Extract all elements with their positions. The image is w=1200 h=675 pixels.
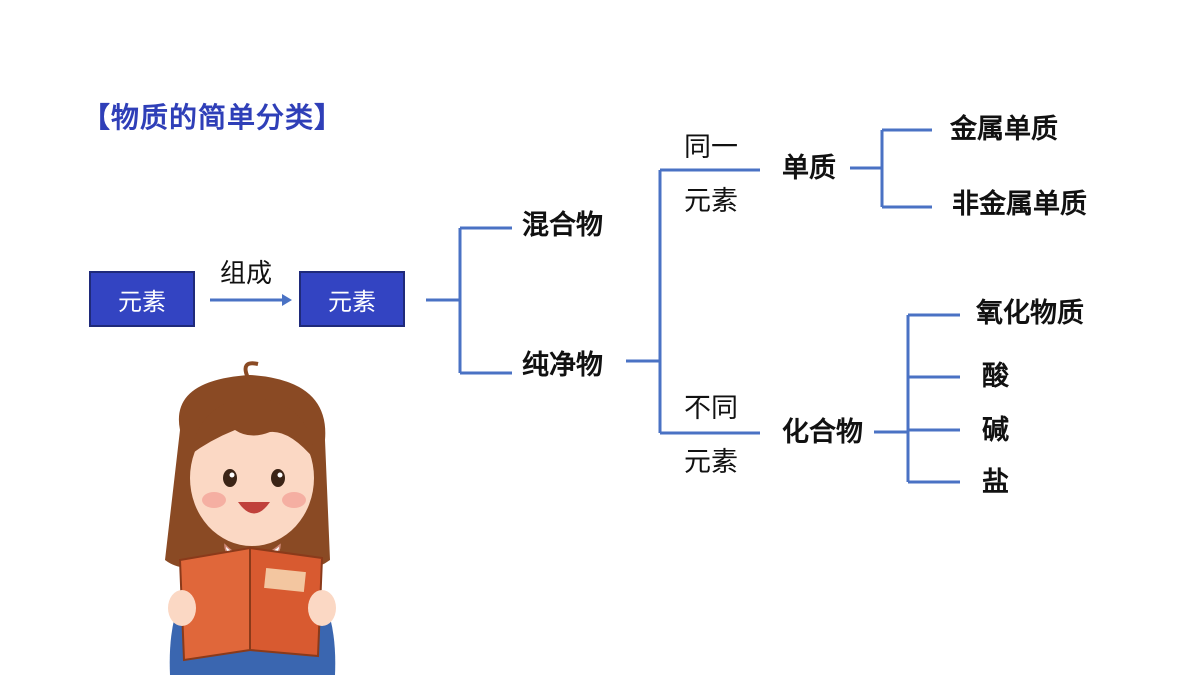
girl-reading-illustration	[165, 361, 336, 675]
mixture-label: 混合物	[522, 210, 603, 241]
different-label: 不同	[684, 393, 738, 424]
pure-substance-label: 纯净物	[522, 350, 603, 381]
metal-elementary-label: 金属单质	[950, 114, 1058, 145]
different-element-label: 元素	[684, 447, 738, 478]
elementary-substance-label: 单质	[782, 153, 836, 184]
salt-label: 盐	[982, 467, 1009, 498]
element-box-right: 元素	[299, 271, 405, 327]
same-element-label: 元素	[684, 186, 738, 217]
oxide-label: 氧化物质	[976, 298, 1084, 329]
element-box-left: 元素	[89, 271, 195, 327]
page-title: 【物质的简单分类】	[82, 101, 344, 134]
arrow-label: 组成	[220, 259, 273, 289]
acid-label: 酸	[982, 361, 1009, 392]
compound-label: 化合物	[782, 417, 863, 448]
same-label: 同一	[684, 132, 738, 163]
base-label: 碱	[982, 415, 1009, 446]
nonmetal-elementary-label: 非金属单质	[952, 189, 1087, 220]
